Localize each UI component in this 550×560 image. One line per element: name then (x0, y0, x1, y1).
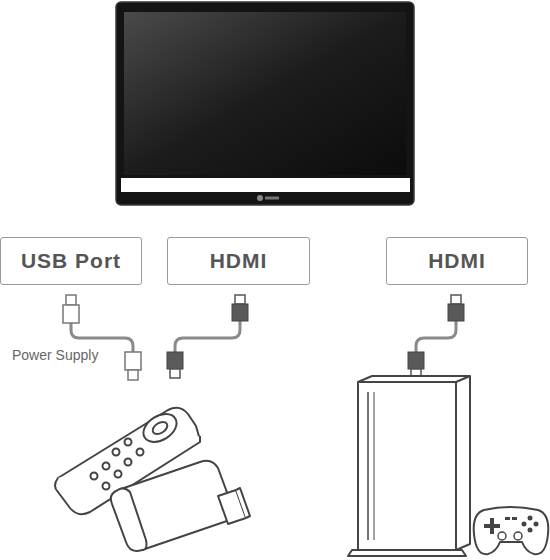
hdmi-cable (167, 295, 248, 378)
port-box: HDMI (386, 237, 528, 285)
port-label: HDMI (428, 249, 486, 273)
game-controller (474, 507, 549, 554)
cable-label: Power Supply (12, 347, 98, 363)
port-box: HDMI (167, 237, 310, 285)
streaming-stick (111, 461, 250, 551)
hdmi-cable (408, 295, 464, 378)
port-label: USB Port (21, 249, 121, 273)
game-console (348, 376, 470, 556)
monitor (116, 2, 414, 205)
usb-power-cable (63, 295, 141, 380)
port-label: HDMI (210, 249, 268, 273)
port-box: USB Port (0, 237, 142, 285)
